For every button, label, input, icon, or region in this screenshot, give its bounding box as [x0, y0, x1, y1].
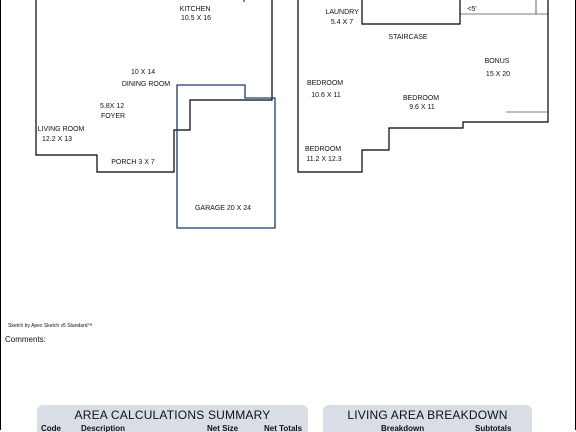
- living-room-label: LIVING ROOM 12.2 X 13: [38, 126, 87, 143]
- area-calculations-title: AREA CALCULATIONS SUMMARY: [74, 408, 271, 422]
- garage-label: GARAGE 20 X 24: [195, 205, 251, 212]
- foyer-label: 5.8X 12 FOYER: [100, 103, 126, 120]
- living-area-breakdown-panel: LIVING AREA BREAKDOWN Breakdown Subtotal…: [323, 405, 532, 432]
- area-calculations-panel: AREA CALCULATIONS SUMMARY Code Descripti…: [37, 405, 308, 432]
- bedroom-1-label: BEDROOM 10.6 X 11: [307, 80, 345, 99]
- kitchen-label: KITCHEN 10.5 X 16: [180, 6, 213, 22]
- second-floor-walls: [297, 0, 549, 173]
- sketch-credit: Sketch by Apex Sketch v5 Standard™: [8, 323, 93, 329]
- comments-label: Comments:: [5, 335, 46, 344]
- staircase-label: STAIRCASE: [388, 34, 427, 41]
- col-breakdown: Breakdown: [381, 424, 425, 432]
- small-note-label: <5': [467, 6, 476, 13]
- col-net-size: Net Size: [207, 424, 239, 432]
- first-floor-walls: [35, 0, 273, 173]
- bonus-label: BONUS 15 X 20: [485, 58, 512, 78]
- garage-outline: [176, 84, 276, 229]
- col-description: Description: [81, 424, 126, 432]
- porch-label: PORCH 3 X 7: [111, 159, 155, 166]
- col-net-totals: Net Totals: [264, 424, 303, 432]
- bedroom-3-label: BEDROOM 11.2 X 12.3: [305, 146, 343, 163]
- dining-room-label: 10 X 14 DINING ROOM: [122, 69, 170, 88]
- staircase-box: [361, 0, 461, 25]
- living-area-breakdown-title: LIVING AREA BREAKDOWN: [347, 408, 508, 422]
- col-code: Code: [41, 424, 61, 432]
- bedroom-2-label: BEDROOM 9.6 X 11: [403, 95, 441, 111]
- laundry-label: LAUNDRY 5.4 X 7: [325, 9, 360, 26]
- col-subtotals: Subtotals: [475, 424, 512, 432]
